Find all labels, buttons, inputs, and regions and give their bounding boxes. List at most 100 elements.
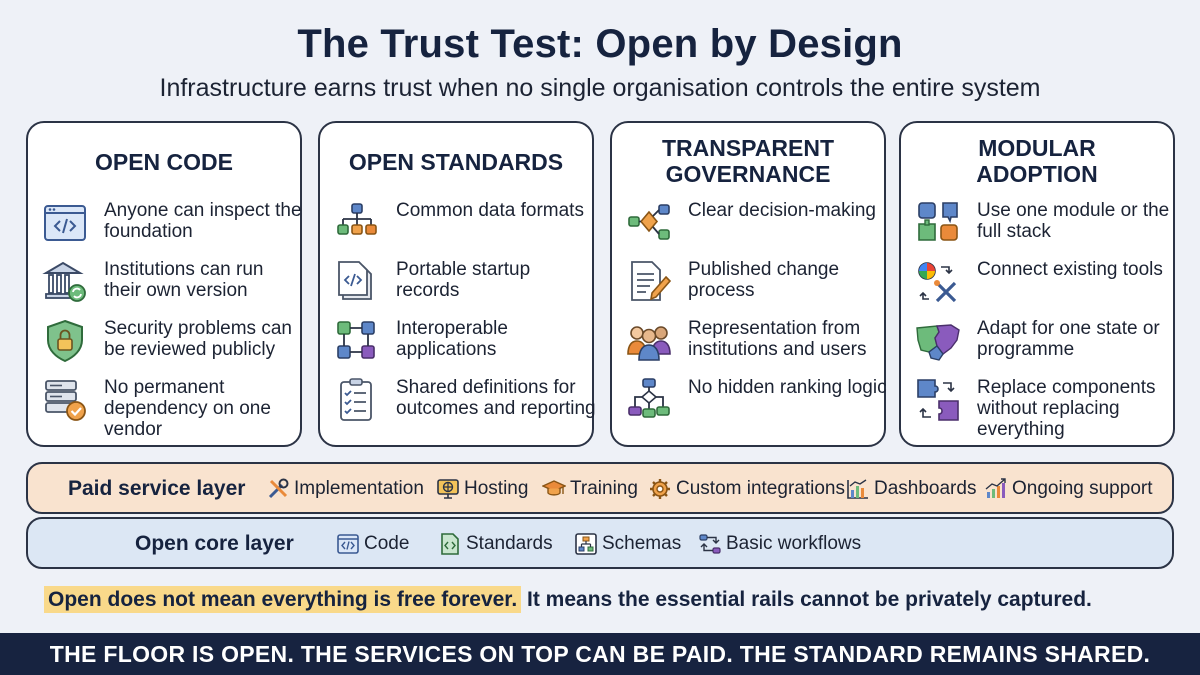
card-item-text: No hidden ranking logic	[688, 377, 887, 398]
document-code-icon	[338, 261, 372, 300]
core-item-label: Schemas	[602, 533, 682, 554]
paid-item-training: Training	[542, 476, 638, 502]
paid-item-ongoing-support: Ongoing support	[984, 476, 1153, 502]
key-message: Open does not mean everything is free fo…	[44, 586, 1092, 613]
key-message-rest: It means the essential rails cannot be p…	[527, 588, 1092, 611]
paid-layer-label: Paid service layer	[68, 477, 246, 500]
modules-icon	[918, 202, 958, 241]
people-group-icon	[627, 326, 671, 361]
card-title: TRANSPARENT GOVERNANCE	[612, 135, 884, 187]
card-title-line: GOVERNANCE	[665, 161, 831, 187]
document-code-icon	[441, 533, 459, 555]
card-title: OPEN CODE	[94, 149, 234, 175]
card-item-text: No permanent dependency on one vendor	[104, 377, 271, 440]
card-item-text: Connect existing tools	[977, 259, 1163, 280]
paid-item-label: Custom integrations	[676, 478, 845, 499]
card-item: Connect existing tools	[915, 259, 1171, 315]
card-item: Clear decision-making	[626, 200, 882, 256]
tools-icon	[268, 478, 289, 499]
core-item-label: Code	[364, 533, 410, 554]
card-item-text: Security problems can be reviewed public…	[104, 318, 292, 360]
hierarchy-icon	[337, 203, 377, 235]
hosting-icon	[437, 479, 459, 499]
card-item: Anyone can inspect the foundation	[42, 200, 302, 256]
card-item: Representation from institutions and use…	[626, 318, 882, 374]
paid-item-hosting: Hosting	[436, 476, 528, 502]
card-item: Interoperable applications	[334, 318, 590, 374]
card-title: OPEN STANDARDS	[348, 149, 564, 175]
card-item: Security problems can be reviewed public…	[42, 318, 298, 374]
card-item: Use one module or the full stack	[915, 200, 1171, 256]
trend-chart-icon	[985, 478, 1006, 498]
institution-icon	[42, 261, 86, 302]
key-message-highlight: Open does not mean everything is free fo…	[44, 586, 522, 613]
code-window-icon	[44, 205, 86, 241]
paid-item-label: Training	[570, 478, 638, 499]
document-pen-icon	[631, 261, 672, 301]
decision-flow-icon	[628, 204, 670, 240]
paid-item-label: Hosting	[464, 478, 529, 499]
flowchart-icon	[628, 378, 670, 418]
card-item-text: Anyone can inspect the foundation	[104, 200, 302, 242]
card-item: Institutions can run their own version	[42, 259, 298, 315]
card-open-code: OPEN CODE Anyone can inspect the foundat…	[26, 121, 302, 447]
paid-item-label: Dashboards	[874, 478, 977, 499]
puzzle-swap-icon	[917, 379, 959, 421]
core-item-basic-workflows: Basic workflows	[698, 531, 861, 557]
card-item-text: Shared definitions for outcomes and repo…	[396, 377, 596, 419]
card-item: Replace components without replacing eve…	[915, 377, 1171, 440]
paid-item-custom-integrations: Custom integrations	[648, 476, 845, 502]
card-item-text: Institutions can run their own version	[104, 259, 264, 301]
server-check-icon	[45, 380, 86, 421]
card-item: Published change process	[626, 259, 882, 315]
workflow-icon	[699, 534, 721, 554]
code-window-icon	[337, 534, 359, 554]
card-title-line: TRANSPARENT	[661, 135, 835, 161]
bar-chart-icon	[847, 479, 868, 499]
gear-icon	[650, 479, 670, 499]
card-item: No hidden ranking logic	[626, 377, 887, 433]
shield-lock-icon	[47, 319, 83, 363]
graduation-cap-icon	[542, 480, 566, 496]
page-subtitle: Infrastructure earns trust when no singl…	[159, 74, 1041, 102]
card-open-standards: OPEN STANDARDS Common data formats Porta…	[318, 121, 596, 447]
card-modular-adoption: MODULAR ADOPTION Use one module or the f…	[899, 121, 1175, 447]
paid-item-label: Implementation	[294, 478, 424, 499]
core-item-code: Code	[336, 531, 409, 557]
connected-blocks-icon	[337, 321, 375, 359]
core-item-label: Basic workflows	[726, 533, 862, 554]
card-item: Portable startup records	[334, 259, 590, 315]
card-item: Shared definitions for outcomes and repo…	[334, 377, 596, 433]
bottom-banner: THE FLOOR IS OPEN. THE SERVICES ON TOP C…	[0, 633, 1200, 675]
card-title: MODULAR ADOPTION	[901, 135, 1173, 187]
core-item-label: Standards	[466, 533, 553, 554]
schema-icon	[575, 533, 597, 555]
paid-service-layer: Paid service layer Implementation Hostin…	[26, 462, 1174, 514]
card-item-text: Clear decision-making	[688, 200, 876, 221]
page-title: The Trust Test: Open by Design	[297, 22, 903, 66]
card-title-line: ADOPTION	[976, 161, 1098, 187]
paid-item-label: Ongoing support	[1012, 478, 1153, 499]
card-item-text: Common data formats	[396, 200, 584, 221]
card-item-text: Portable startup records	[396, 259, 531, 301]
card-item-text: Representation from institutions and use…	[688, 318, 867, 360]
card-item-text: Adapt for one state or programme	[977, 318, 1160, 360]
card-item: Common data formats	[334, 200, 590, 256]
open-core-layer: Open core layer Code Standards Schemas	[26, 517, 1174, 569]
core-item-schemas: Schemas	[574, 531, 681, 557]
card-item-text: Use one module or the full stack	[977, 200, 1170, 242]
card-transparent-governance: TRANSPARENT GOVERNANCE Clear decision-ma…	[610, 121, 887, 447]
card-item-text: Replace components without replacing eve…	[977, 377, 1156, 440]
card-item-text: Published change process	[688, 259, 840, 301]
map-icon	[916, 324, 960, 361]
card-item: Adapt for one state or programme	[915, 318, 1171, 374]
card-item: No permanent dependency on one vendor	[42, 377, 298, 440]
core-layer-label: Open core layer	[135, 532, 294, 555]
paid-item-dashboards: Dashboards	[846, 476, 976, 502]
checklist-icon	[340, 378, 372, 421]
card-title-line: MODULAR	[978, 135, 1096, 161]
connect-tools-icon	[918, 262, 957, 303]
paid-item-implementation: Implementation	[266, 476, 424, 502]
core-item-standards: Standards	[438, 531, 553, 557]
card-item-text: Interoperable applications	[396, 318, 508, 360]
